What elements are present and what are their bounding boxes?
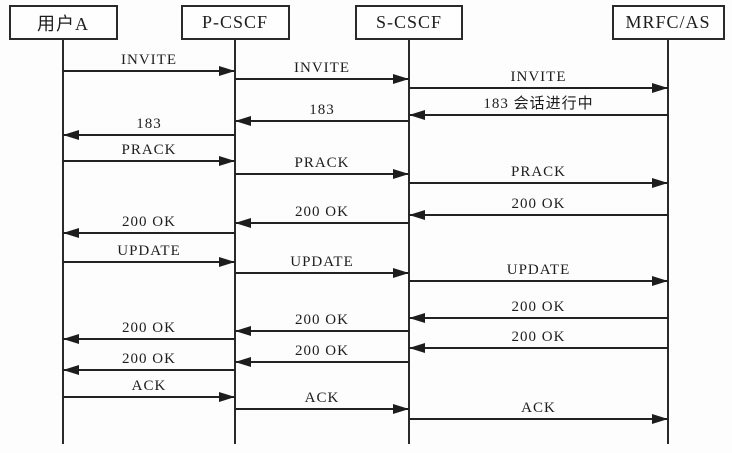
message-arrowhead-icon xyxy=(409,210,425,220)
message-arrowhead-icon xyxy=(235,218,251,228)
message-arrow-line xyxy=(235,222,409,224)
message-label: 200 OK xyxy=(122,214,176,230)
message-label: ACK xyxy=(131,378,167,394)
message-arrow-line xyxy=(235,78,409,80)
message-arrow-line xyxy=(409,347,668,349)
message-arrowhead-icon xyxy=(652,83,668,93)
message-arrow-line xyxy=(63,338,235,340)
message-arrow-line xyxy=(63,396,235,398)
message-label: PRACK xyxy=(510,164,567,180)
participant-label-mrfc-as: MRFC/AS xyxy=(625,12,711,32)
message-label: INVITE xyxy=(510,69,567,85)
message-arrow-line xyxy=(235,272,409,274)
message-arrowhead-icon xyxy=(652,178,668,188)
message-label: UPDATE xyxy=(290,254,354,270)
participant-label-s-cscf: S-CSCF xyxy=(375,12,443,32)
message-label: INVITE xyxy=(121,52,177,68)
message-arrow-line xyxy=(409,87,668,89)
message-label: UPDATE xyxy=(117,243,181,259)
message-arrowhead-icon xyxy=(393,169,409,179)
message-arrowhead-icon xyxy=(409,110,425,120)
lifeline-mrfc-as xyxy=(667,40,669,444)
message-label: PRACK xyxy=(294,155,350,171)
message-arrowhead-icon xyxy=(219,156,235,166)
message-arrowhead-icon xyxy=(219,257,235,267)
message-arrow-line xyxy=(409,418,668,420)
participant-box-p-cscf: P-CSCF xyxy=(180,5,290,40)
message-label: 183 xyxy=(309,102,335,118)
message-arrow-line xyxy=(63,160,235,162)
message-arrowhead-icon xyxy=(219,392,235,402)
message-label: 200 OK xyxy=(122,351,176,367)
message-label: 200 OK xyxy=(295,343,349,359)
message-arrowhead-icon xyxy=(652,414,668,424)
message-arrowhead-icon xyxy=(409,313,425,323)
lifeline-user-a xyxy=(62,40,64,444)
message-label: ACK xyxy=(304,390,340,406)
message-arrow-line xyxy=(409,280,668,282)
message-arrow-line xyxy=(63,70,235,72)
message-arrow-line xyxy=(235,361,409,363)
message-arrowhead-icon xyxy=(235,326,251,336)
message-label: 200 OK xyxy=(122,320,176,336)
message-label: 200 OK xyxy=(295,204,349,220)
message-label: 200 OK xyxy=(295,312,349,328)
message-label: 200 OK xyxy=(511,329,566,345)
message-label: 200 OK xyxy=(511,196,566,212)
message-label: INVITE xyxy=(294,60,350,76)
message-label: PRACK xyxy=(121,142,177,158)
lifeline-p-cscf xyxy=(234,40,236,444)
message-label: 183 xyxy=(136,116,162,132)
message-label: 183 会话进行中 xyxy=(483,96,594,112)
message-arrowhead-icon xyxy=(235,357,251,367)
message-arrow-line xyxy=(409,114,668,116)
participant-box-user-a: 用户A xyxy=(8,5,118,40)
message-arrowhead-icon xyxy=(393,268,409,278)
message-arrowhead-icon xyxy=(235,116,251,126)
message-arrow-line xyxy=(63,261,235,263)
participant-box-s-cscf: S-CSCF xyxy=(355,5,463,40)
message-arrow-line xyxy=(409,214,668,216)
message-label: 200 OK xyxy=(511,299,566,315)
participant-box-mrfc-as: MRFC/AS xyxy=(611,5,725,40)
message-arrow-line xyxy=(63,369,235,371)
message-label: UPDATE xyxy=(506,262,571,278)
message-arrowhead-icon xyxy=(409,343,425,353)
message-arrowhead-icon xyxy=(63,365,79,375)
message-arrow-line xyxy=(235,120,409,122)
message-arrow-line xyxy=(409,182,668,184)
message-arrowhead-icon xyxy=(652,276,668,286)
message-arrow-line xyxy=(409,317,668,319)
message-label: ACK xyxy=(521,400,556,416)
message-arrow-line xyxy=(63,232,235,234)
message-arrowhead-icon xyxy=(393,74,409,84)
message-arrowhead-icon xyxy=(63,130,79,140)
message-arrow-line xyxy=(235,330,409,332)
lifeline-s-cscf xyxy=(408,40,410,444)
message-arrowhead-icon xyxy=(219,66,235,76)
message-arrowhead-icon xyxy=(63,334,79,344)
message-arrow-line xyxy=(235,408,409,410)
message-arrow-line xyxy=(63,134,235,136)
message-arrowhead-icon xyxy=(63,228,79,238)
message-arrow-line xyxy=(235,173,409,175)
message-arrowhead-icon xyxy=(393,404,409,414)
participant-label-p-cscf: P-CSCF xyxy=(201,12,269,32)
participant-label-user-a: 用户A xyxy=(37,13,89,34)
